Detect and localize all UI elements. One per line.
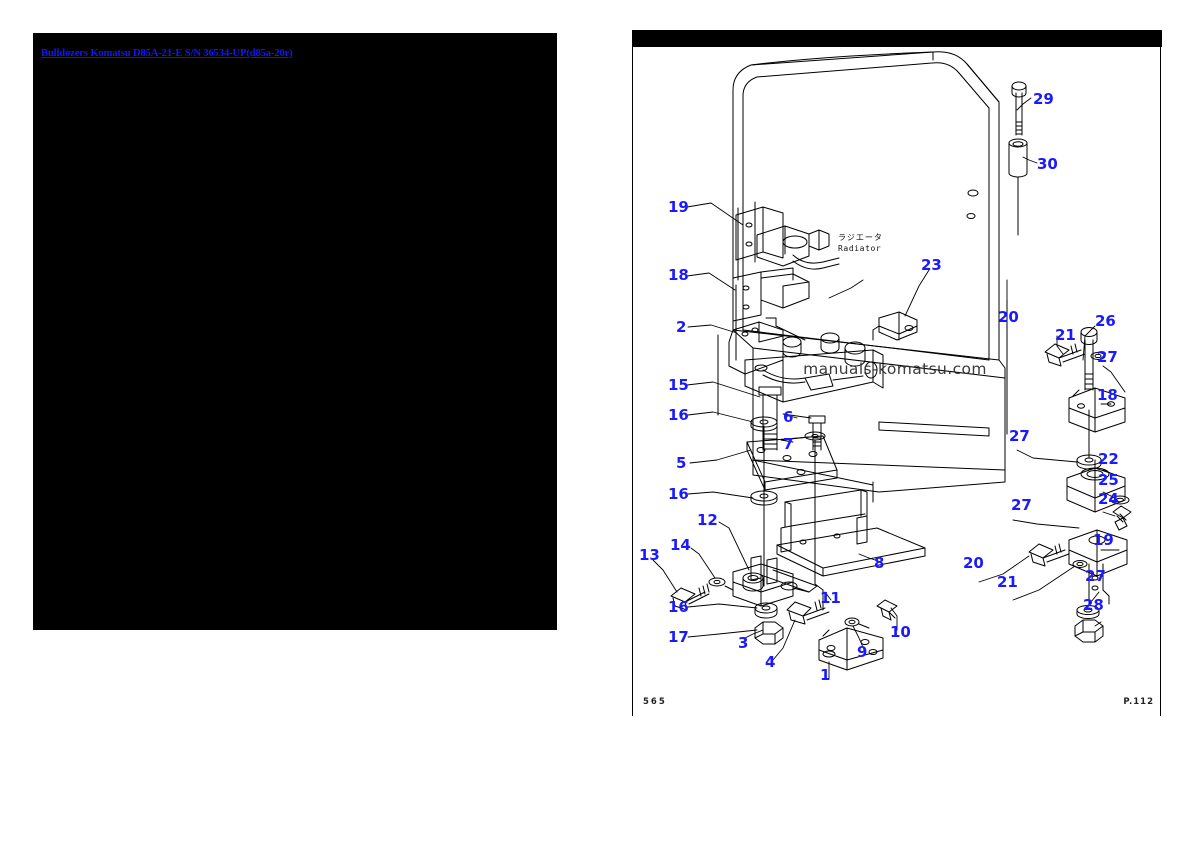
part-name-english: Radiator: [838, 244, 882, 253]
callout-number: 12: [697, 511, 718, 529]
callout-number: 21: [1055, 326, 1076, 344]
callout-number: 6: [783, 408, 794, 426]
callout-number: 27: [1009, 427, 1030, 445]
callout-number: 29: [1033, 90, 1054, 108]
callout-number: 19: [668, 198, 689, 216]
callout-number: 16: [668, 598, 689, 616]
site-watermark: manuals-komatsu.com: [803, 360, 987, 378]
callout-number: 11: [820, 589, 841, 607]
callout-number: 18: [1097, 386, 1118, 404]
callout-number: 19: [1093, 531, 1114, 549]
callout-number: 20: [998, 308, 1019, 326]
callout-number: 3: [738, 634, 749, 652]
callout-number: 16: [668, 485, 689, 503]
callout-number: 10: [890, 623, 911, 641]
callout-number: 25: [1098, 471, 1119, 489]
callout-number: 30: [1037, 155, 1058, 173]
footer-page-number: P.112: [1123, 697, 1154, 707]
document-title-link[interactable]: Bulldozers Komatsu D85A-21-E S/N 36534-U…: [41, 48, 293, 59]
callout-number: 27: [1097, 348, 1118, 366]
callout-number: 5: [676, 454, 687, 472]
callout-number: 2: [676, 318, 687, 336]
callout-number: 28: [1083, 596, 1104, 614]
callout-number: 23: [921, 256, 942, 274]
callout-number: 7: [783, 435, 794, 453]
callout-number: 14: [670, 536, 691, 554]
callout-number: 17: [668, 628, 689, 646]
document-preview-panel: Bulldozers Komatsu D85A-21-E S/N 36534-U…: [33, 33, 557, 630]
callout-number: 21: [997, 573, 1018, 591]
callout-number: 22: [1098, 450, 1119, 468]
callout-number: 18: [668, 266, 689, 284]
callout-number: 4: [765, 653, 776, 671]
footer-sheet-number: 565: [643, 697, 667, 707]
callout-number: 20: [963, 554, 984, 572]
callout-number: 9: [857, 643, 868, 661]
part-name-japanese: ラジエータ: [838, 233, 883, 242]
parts-diagram-panel: ラジエータ Radiator manuals-komatsu.com 565 P…: [632, 30, 1162, 716]
callout-number: 27: [1011, 496, 1032, 514]
callout-number: 1: [820, 666, 831, 684]
part-name-label: ラジエータ Radiator: [838, 232, 883, 254]
callout-number: 16: [668, 406, 689, 424]
callout-number: 15: [668, 376, 689, 394]
callout-number: 8: [874, 554, 885, 572]
callout-number: 27: [1085, 567, 1106, 585]
callout-number: 26: [1095, 312, 1116, 330]
parts-exploded-view-drawing: [652, 51, 1132, 679]
callout-number: 13: [639, 546, 660, 564]
callout-number: 24: [1098, 490, 1119, 508]
diagram-header-bar: [633, 30, 1162, 47]
